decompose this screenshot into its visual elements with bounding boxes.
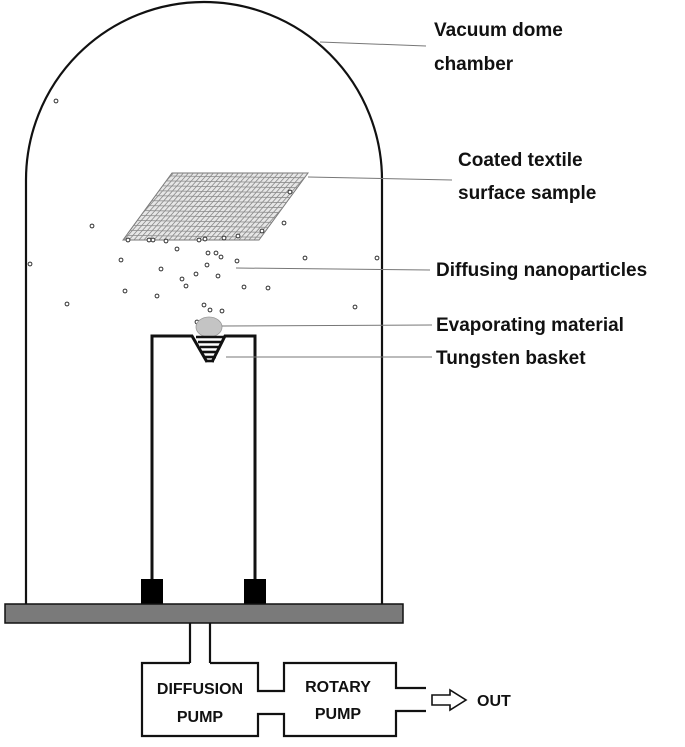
- nanoparticle: [287, 189, 293, 195]
- leader-lines: [221, 41, 453, 358]
- out-label: OUT: [477, 693, 511, 710]
- nanoparticle: [213, 250, 219, 256]
- mesh-thread: [209, 173, 291, 240]
- mesh-thread: [139, 173, 221, 240]
- mesh-thread: [304, 173, 308, 240]
- leader-nanoparticles: [235, 267, 431, 271]
- nanoparticle: [179, 276, 185, 282]
- label-sample-2: surface sample: [458, 183, 596, 204]
- nanoparticle: [352, 304, 358, 310]
- mesh-thread: [229, 173, 308, 240]
- nanoparticle: [27, 261, 33, 267]
- nanoparticle: [234, 258, 240, 264]
- mesh-thread: [194, 173, 276, 240]
- nanoparticle: [374, 255, 380, 261]
- mesh-thread: [124, 173, 206, 240]
- mesh-thread: [214, 173, 296, 240]
- diffusion-pump-box: [140, 661, 426, 738]
- label-nanoparticles: Diffusing nanoparticles: [436, 260, 647, 281]
- nanoparticle: [241, 284, 247, 290]
- nanoparticle: [204, 262, 210, 268]
- out-arrow-icon: [431, 688, 468, 712]
- mesh-thread: [164, 173, 246, 240]
- mesh-thread: [100, 165, 320, 168]
- mesh-thread: [204, 173, 286, 240]
- nanoparticle: [125, 237, 131, 243]
- mesh-thread: [199, 173, 281, 240]
- base-plate: [4, 603, 404, 624]
- mesh-thread: [149, 173, 231, 240]
- mesh-thread: [154, 173, 236, 240]
- mesh-thread: [129, 173, 211, 240]
- nanoparticle: [163, 238, 169, 244]
- nanoparticle: [265, 285, 271, 291]
- mesh-thread: [184, 173, 266, 240]
- label-evaporating: Evaporating material: [436, 315, 624, 336]
- nanoparticle: [146, 237, 152, 243]
- mesh-thread: [169, 173, 251, 240]
- nanoparticle: [218, 254, 224, 260]
- rotary-pump-label-1: ROTARY: [305, 679, 371, 696]
- electrode-right: [244, 579, 266, 604]
- nanoparticle: [122, 288, 128, 294]
- mesh-thread: [179, 173, 261, 240]
- nanoparticle: [202, 236, 208, 242]
- mesh-thread: [299, 173, 308, 240]
- nanoparticles: [27, 98, 380, 325]
- nanoparticle: [201, 302, 207, 308]
- mesh-thread: [100, 245, 320, 248]
- vacuum-dome: [24, 0, 384, 604]
- mesh-thread: [320, 160, 400, 250]
- mesh-thread: [234, 173, 308, 240]
- nanoparticle: [158, 266, 164, 272]
- nanoparticle: [64, 301, 70, 307]
- label-dome-2: chamber: [434, 54, 514, 75]
- nanoparticle: [219, 308, 225, 314]
- mesh-thread: [174, 173, 256, 240]
- nanoparticle: [205, 250, 211, 256]
- electrode-left: [141, 579, 163, 604]
- nanoparticle: [259, 228, 265, 234]
- rotary-pump-box: [210, 661, 426, 693]
- evaporating-material: [195, 316, 223, 338]
- support-post-left: [150, 334, 209, 580]
- nanoparticle: [174, 246, 180, 252]
- mesh-thread: [310, 160, 390, 250]
- leader-evaporating: [221, 324, 433, 327]
- nanoparticle: [281, 220, 287, 226]
- mesh-thread: [159, 173, 241, 240]
- label-dome-1: Vacuum dome: [434, 20, 563, 41]
- nanoparticle: [53, 98, 59, 104]
- nanoparticle: [235, 233, 241, 239]
- nanoparticle: [196, 237, 202, 243]
- mesh-thread: [134, 173, 216, 240]
- mesh-thread: [144, 173, 226, 240]
- diffusion-pump-label-2: PUMP: [177, 709, 224, 726]
- nanoparticle: [207, 307, 213, 313]
- nanoparticle: [193, 271, 199, 277]
- nanoparticle: [215, 273, 221, 279]
- nanoparticle: [302, 255, 308, 261]
- label-basket: Tungsten basket: [436, 348, 586, 369]
- leader-sample: [307, 176, 453, 181]
- support-post-right: [210, 334, 257, 580]
- diffusion-pump-label-1: DIFFUSION: [157, 681, 243, 698]
- mesh-thread: [123, 173, 201, 240]
- tungsten-basket: [196, 335, 224, 363]
- nanoparticle: [89, 223, 95, 229]
- nanoparticle: [154, 293, 160, 299]
- mesh-thread: [189, 173, 271, 240]
- nanoparticle: [183, 283, 189, 289]
- label-sample-1: Coated textile: [458, 150, 583, 171]
- nanoparticle: [221, 235, 227, 241]
- rotary-pump-label-2: PUMP: [315, 706, 362, 723]
- nanoparticle: [150, 237, 156, 243]
- nanoparticle: [118, 257, 124, 263]
- mesh-thread: [219, 173, 301, 240]
- leader-dome: [319, 41, 427, 47]
